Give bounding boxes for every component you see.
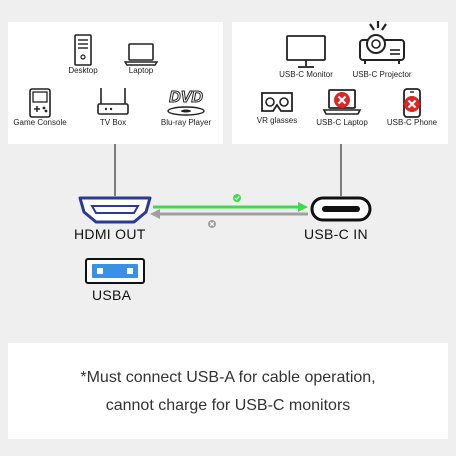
tv-box-icon — [97, 88, 129, 115]
device-label: Laptop — [128, 66, 154, 75]
usb-c-in-label: USB-C IN — [304, 226, 368, 242]
monitor-icon — [286, 35, 326, 68]
device-vr-glasses: VR glasses — [252, 90, 302, 125]
vr-glasses-icon — [261, 92, 293, 112]
not-allowed-icon — [208, 220, 216, 228]
device-blu-ray-player: DVD Blu-ray Player — [154, 86, 218, 128]
device-usb-c-monitor: USB-C Monitor — [276, 34, 336, 79]
hdmi-out-label: HDMI OUT — [74, 226, 146, 242]
device-label: USB-C Laptop — [316, 118, 368, 127]
note-line-2: cannot charge for USB-C monitors — [105, 397, 351, 414]
device-game-console: Game Console — [12, 88, 68, 127]
device-label: VR glasses — [256, 116, 298, 125]
laptop-icon — [322, 89, 362, 115]
forbidden-icon — [334, 92, 350, 108]
device-label: Desktop — [68, 66, 98, 75]
usba-connector-icon — [85, 258, 145, 284]
device-label: Game Console — [13, 118, 67, 127]
usbc-connector-icon — [310, 196, 372, 222]
game-console-icon — [29, 88, 51, 118]
dvd-icon: DVD — [167, 89, 205, 116]
device-label: USB-C Projector — [352, 70, 412, 79]
display-devices-panel — [232, 22, 448, 144]
device-label: USB-C Phone — [386, 118, 438, 127]
laptop-icon — [124, 43, 158, 66]
device-label: Blu-ray Player — [160, 118, 212, 127]
forward-arrow — [153, 202, 308, 212]
device-tv-box: TV Box — [90, 86, 136, 127]
device-usb-c-phone: USB-C Phone — [380, 88, 444, 127]
device-usb-c-projector: USB-C Projector — [348, 20, 416, 79]
source-devices-panel — [8, 22, 223, 144]
desktop-icon — [74, 34, 92, 66]
backward-arrow — [150, 209, 308, 219]
device-desktop: Desktop — [58, 34, 108, 75]
note-line-1: *Must connect USB-A for cable operation, — [80, 369, 376, 386]
check-icon — [233, 194, 241, 202]
connection-diagram — [78, 144, 372, 284]
phone-icon — [403, 88, 421, 118]
hdmi-connector-icon — [78, 196, 152, 224]
device-label: TV Box — [99, 118, 127, 127]
dvd-logo-text: DVD — [169, 89, 203, 106]
usba-label: USBA — [92, 287, 132, 303]
device-usb-c-laptop: USB-C Laptop — [310, 88, 374, 127]
device-laptop: Laptop — [116, 42, 166, 75]
note-panel: *Must connect USB-A for cable operation,… — [8, 343, 448, 439]
projector-icon — [359, 21, 405, 64]
device-label: USB-C Monitor — [279, 70, 333, 79]
forbidden-icon — [404, 96, 420, 112]
